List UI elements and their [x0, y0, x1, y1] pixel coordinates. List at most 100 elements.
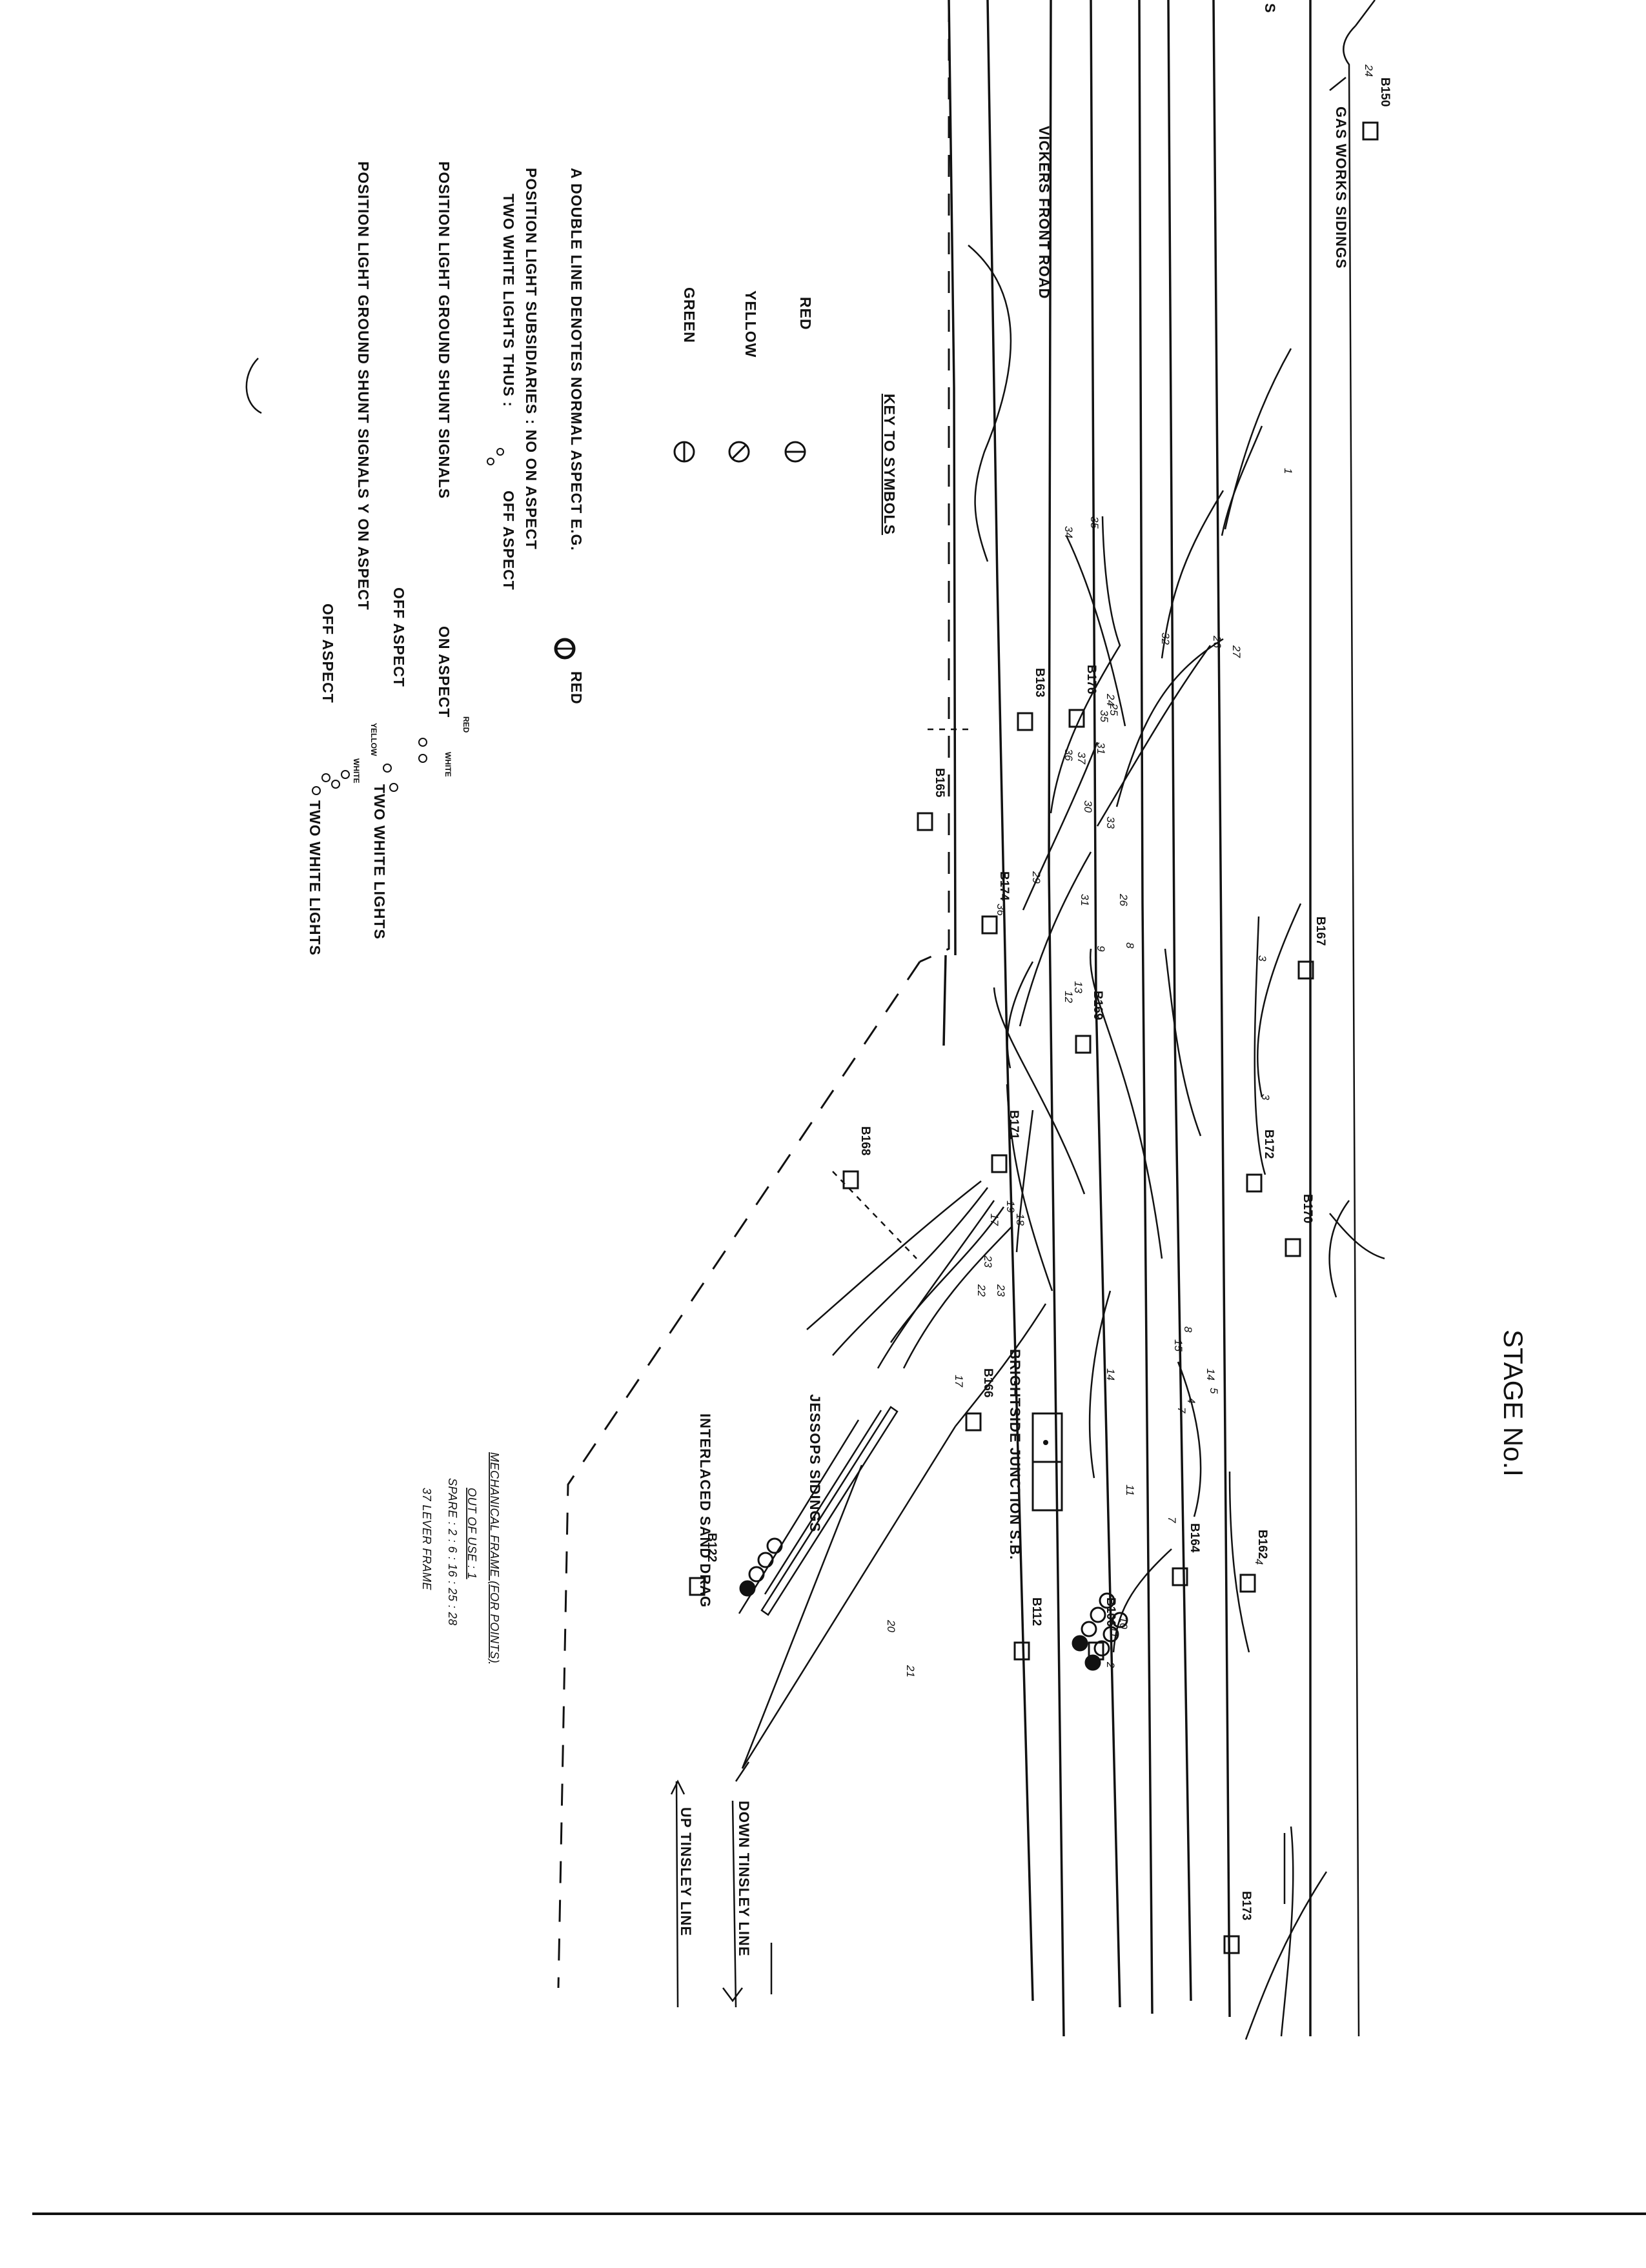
- key-subsidiary-off: OFF ASPECT: [500, 491, 517, 591]
- lever-number: 3: [1256, 955, 1268, 962]
- lever-number: 31: [1095, 742, 1107, 754]
- signal-lamp-icon: [1084, 1654, 1101, 1671]
- signal-id: B169: [1091, 991, 1104, 1020]
- top-edge-label: S: [1262, 3, 1278, 14]
- shunt-lights-icon: [383, 738, 427, 792]
- stage-title: STAGE No.I: [1498, 1330, 1529, 1477]
- signal-b167: B167: [1297, 916, 1327, 980]
- shunt-y-lights-icon: [312, 770, 350, 795]
- tinsley-lines: [670, 1779, 773, 2008]
- down-tinsley-label: DOWN TINSLEY LINE: [736, 1801, 752, 1957]
- lever-number: 13: [1072, 981, 1084, 993]
- lever-number: 36: [1062, 749, 1075, 761]
- signal-head-icon: [1172, 1567, 1188, 1586]
- key-shunt-white: WHITE: [443, 752, 452, 777]
- lever-number: 21: [904, 1665, 917, 1677]
- signal-lamp-icon: [1102, 1626, 1119, 1643]
- signal-lamp-icon: [1072, 1635, 1088, 1652]
- signal-b163: B163: [1017, 668, 1046, 731]
- signal-id: B165: [933, 768, 946, 798]
- signal-lamp-icon: [1093, 1640, 1110, 1657]
- lever-number: 23: [995, 1284, 1007, 1297]
- signal-lamp-icon: [739, 1580, 756, 1597]
- key-shunt-red: RED: [462, 716, 471, 733]
- signal-lamp-icon: [1112, 1612, 1128, 1628]
- key-shunt: POSITION LIGHT GROUND SHUNT SIGNALS: [436, 161, 452, 499]
- signal-b164: B164: [1172, 1523, 1201, 1586]
- signal-head-icon: [981, 915, 998, 935]
- lever-number: 24: [1363, 64, 1375, 77]
- lever-number: 32: [1159, 633, 1172, 645]
- lever-number: 4: [1185, 1397, 1197, 1403]
- track-line: [1138, 0, 1153, 2014]
- signal-b162: B162: [1239, 1530, 1269, 1593]
- lever-number: 36: [995, 904, 1007, 916]
- signal-head-icon: [842, 1170, 859, 1190]
- lever-number: 8: [1124, 942, 1136, 949]
- lever-number: 17: [953, 1375, 965, 1387]
- double-line-red-icon: [554, 638, 576, 660]
- boundaries: [557, 0, 968, 1989]
- signal-b112: B112: [1013, 1597, 1043, 1661]
- lever-number: 24: [1104, 693, 1117, 706]
- signal-head-icon: [689, 1577, 706, 1596]
- note-line-2: OUT OF USE : 1: [465, 1488, 478, 1579]
- lever-number: 33: [1104, 816, 1117, 829]
- signal-b122: B122: [689, 1533, 718, 1596]
- lever-number: 18: [1014, 1213, 1026, 1226]
- sand-drag: [760, 1406, 899, 1616]
- signal-head-icon: [1068, 709, 1085, 728]
- signal-id: B166: [981, 1368, 995, 1397]
- lever-number: 23: [982, 1255, 994, 1268]
- signal-head-icon: [1239, 1574, 1256, 1593]
- vickers-label: VICKERS FRONT ROAD: [1036, 126, 1052, 299]
- track-line: [1212, 0, 1231, 2018]
- green-aspect-icon: [673, 441, 695, 463]
- lever-number: 3: [1259, 1094, 1272, 1100]
- signal-head-icon: [1362, 121, 1379, 141]
- lever-number: 34: [1062, 526, 1075, 538]
- lever-number: 2: [1104, 1661, 1117, 1668]
- signal-box-label: BRIGHTSIDE JUNCTION S.B.: [1007, 1349, 1023, 1560]
- signal-head-icon: [1017, 712, 1033, 731]
- lever-number: 25: [1108, 703, 1120, 716]
- signal-box-symbol: [1031, 1412, 1063, 1512]
- lever-number: 7: [1166, 1517, 1178, 1523]
- key-shunt-off: OFF ASPECT: [391, 587, 407, 687]
- signal-b169: B169: [1075, 991, 1104, 1054]
- note-line-4: 37 LEVER FRAME: [420, 1488, 433, 1591]
- lever-number: 7: [1175, 1407, 1188, 1413]
- key-double-line-red: RED: [568, 671, 585, 705]
- key: KEY TO SYMBOLS RED YELLOW GREEN A DOUBLE…: [307, 161, 898, 956]
- signal-id: B167: [1314, 916, 1327, 946]
- note-line-1: MECHANICAL FRAME (FOR POINTS): [488, 1452, 501, 1663]
- signal-head-icon: [917, 812, 933, 831]
- frame-notes: MECHANICAL FRAME (FOR POINTS) OUT OF USE…: [420, 1452, 501, 1663]
- signal-b150: B150: [1362, 77, 1392, 141]
- key-double-line: A DOUBLE LINE DENOTES NORMAL ASPECT E.G.: [568, 168, 585, 551]
- note-line-3: SPARE : 2 : 6 : 16 : 25 : 28: [446, 1478, 459, 1626]
- lever-number: 37: [1075, 752, 1088, 764]
- signal-head-icon: [1285, 1238, 1301, 1257]
- signal-id: B106: [1104, 1597, 1117, 1626]
- signal-lamp-icon: [748, 1566, 765, 1583]
- signal-head-icon: [1223, 1935, 1240, 1954]
- signal-b172: B172: [1246, 1129, 1275, 1193]
- lever-number: 19: [1004, 1200, 1017, 1213]
- signal-id: B170: [1301, 1194, 1314, 1223]
- signal-b170: B170: [1285, 1194, 1314, 1257]
- lever-number: 20: [885, 1619, 897, 1632]
- jessops-label: JESSOPS SIDINGS: [807, 1394, 823, 1532]
- signal-lamp-icon: [757, 1552, 774, 1568]
- lever-number: 11: [1124, 1484, 1136, 1496]
- track-line: [1167, 0, 1192, 2001]
- signal-lamp-icon: [766, 1537, 783, 1554]
- signal-id: B168: [859, 1126, 872, 1155]
- signal-id: B122: [705, 1533, 718, 1562]
- key-red-label: RED: [797, 297, 814, 330]
- lever-number: 27: [1230, 645, 1243, 658]
- running-lines: [942, 0, 1312, 2037]
- key-yellow-label: YELLOW: [742, 290, 759, 358]
